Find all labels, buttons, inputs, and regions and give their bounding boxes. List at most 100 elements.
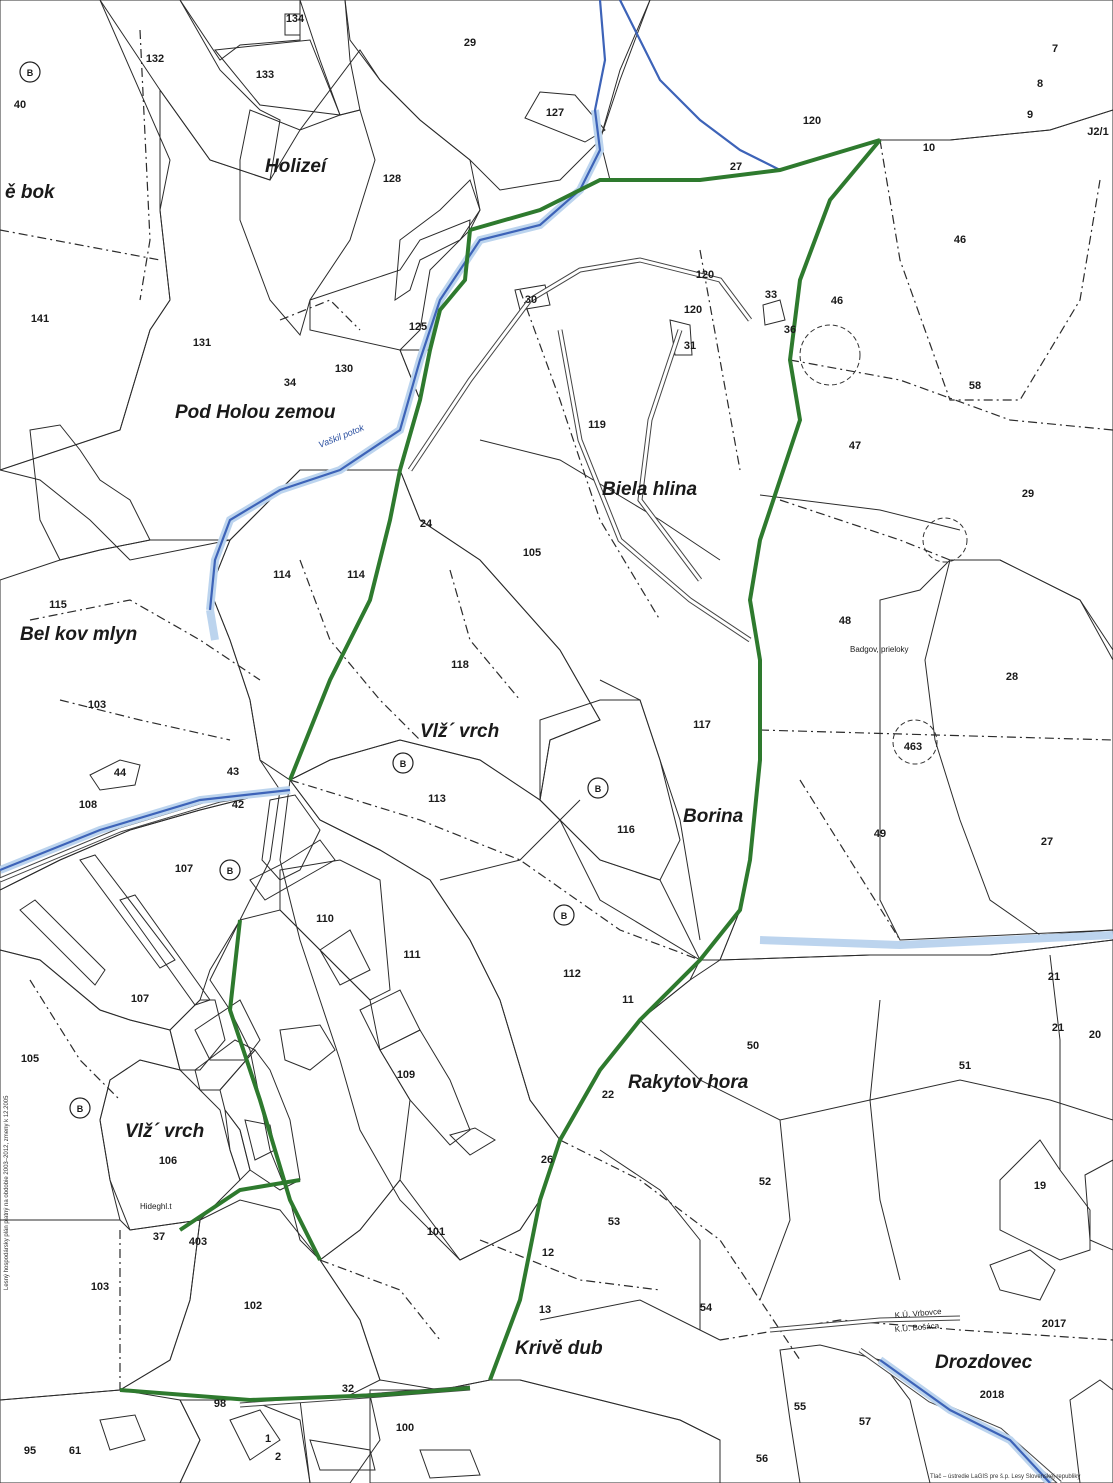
stand-yellow bbox=[79, 854, 176, 969]
stand-yellow bbox=[989, 1249, 1056, 1301]
stand-yellow bbox=[19, 899, 106, 986]
place-name: Holizeí bbox=[265, 156, 329, 177]
place-name: Biela hlina bbox=[602, 479, 697, 500]
stand-number: 403 bbox=[189, 1236, 207, 1248]
stand-yellow bbox=[99, 1414, 146, 1451]
stand-number: 102 bbox=[244, 1300, 262, 1312]
stand-number: 54 bbox=[700, 1302, 713, 1314]
stand-number: 50 bbox=[747, 1040, 759, 1052]
stand-number: 21 bbox=[1052, 1022, 1064, 1034]
place-name: Rakytov hora bbox=[628, 1072, 749, 1093]
stand-yellow bbox=[319, 929, 371, 986]
stand-number: 27 bbox=[1041, 836, 1053, 848]
stand-number: 2017 bbox=[1042, 1318, 1066, 1330]
b-symbol: B bbox=[19, 61, 41, 83]
stand-number: 132 bbox=[146, 53, 164, 65]
stand-number: 61 bbox=[69, 1445, 81, 1457]
stand-number: 107 bbox=[131, 993, 149, 1005]
locality-note: Badgov, prieloky bbox=[850, 645, 909, 654]
stand-number: 7 bbox=[1052, 43, 1058, 55]
side-note: Lesný hospodársky plán platný na obdobie… bbox=[4, 1095, 10, 1290]
stand-number: 113 bbox=[428, 793, 446, 805]
stand-yellow bbox=[119, 894, 211, 1006]
stand-number: 106 bbox=[159, 1155, 177, 1167]
stand-number: 103 bbox=[88, 699, 106, 711]
stand-blue bbox=[179, 0, 301, 61]
stand-number: 37 bbox=[153, 1231, 165, 1243]
stand-number: 131 bbox=[193, 337, 211, 349]
stand-number: 112 bbox=[563, 968, 581, 980]
place-name: Pod Holou zemou bbox=[175, 402, 336, 423]
stand-number: 109 bbox=[397, 1069, 415, 1081]
stand-number: 30 bbox=[525, 294, 537, 306]
footer-note: Tlač – ústredie LaGIS pre š.p. Lesy Slov… bbox=[930, 1474, 1080, 1480]
stand-number: 125 bbox=[409, 321, 427, 333]
stand-number: 114 bbox=[273, 569, 292, 581]
stand-number: 47 bbox=[849, 440, 861, 452]
stand-number: 120 bbox=[684, 304, 702, 316]
stand-number: 127 bbox=[546, 107, 564, 119]
b-symbol: B bbox=[392, 752, 414, 774]
stand-number: 133 bbox=[256, 69, 274, 81]
stand-grey bbox=[224, 1108, 251, 1181]
stand-yellow bbox=[1084, 1159, 1113, 1251]
b-symbol: B bbox=[69, 1097, 91, 1119]
stand-number: 117 bbox=[693, 719, 711, 731]
stand-marked bbox=[279, 1024, 336, 1071]
stand-number: 31 bbox=[684, 340, 696, 352]
svg-text:B: B bbox=[27, 68, 34, 78]
b-symbol: B bbox=[219, 859, 241, 881]
stand-blue bbox=[99, 1059, 241, 1231]
svg-text:B: B bbox=[595, 784, 602, 794]
stand-red bbox=[29, 424, 151, 561]
stand-number: 105 bbox=[21, 1053, 39, 1065]
stand-number: 36 bbox=[784, 324, 796, 336]
stand-number: 95 bbox=[24, 1445, 36, 1457]
stand-yellow bbox=[449, 1127, 496, 1156]
stand-number: 40 bbox=[14, 99, 26, 111]
stand-number: 134 bbox=[286, 13, 305, 25]
stand-red bbox=[261, 794, 321, 881]
place-name: Borina bbox=[683, 806, 744, 827]
place-name: Bel kov mlyn bbox=[20, 624, 137, 645]
b-symbol: B bbox=[553, 904, 575, 926]
stand-number: 105 bbox=[523, 547, 541, 559]
stand-number: 55 bbox=[794, 1401, 806, 1413]
stand-number: 46 bbox=[831, 295, 843, 307]
stand-number: 42 bbox=[232, 799, 244, 811]
stand-number: 58 bbox=[969, 380, 981, 392]
cadastre-label: K.Ú. Bošáca bbox=[894, 1321, 940, 1334]
stand-white bbox=[284, 13, 301, 36]
stand-number: 20 bbox=[1089, 1029, 1101, 1041]
stand-number: 2018 bbox=[980, 1389, 1004, 1401]
locality-note: Hideghl.t bbox=[140, 1202, 172, 1211]
stand-number: 46 bbox=[954, 234, 966, 246]
cadastre-label: K.Ú. Vrbovce bbox=[894, 1307, 942, 1320]
stand-number: 44 bbox=[114, 767, 127, 779]
stand-number-labels: 1341321332912712027401281411311303412530… bbox=[14, 13, 1109, 1465]
stand-number: 49 bbox=[874, 828, 886, 840]
svg-text:B: B bbox=[561, 911, 568, 921]
stand-darkgreen bbox=[229, 1409, 281, 1461]
stand-darkgreen bbox=[1069, 1379, 1113, 1483]
stand-number: 19 bbox=[1034, 1180, 1046, 1192]
stand-number: 48 bbox=[839, 615, 851, 627]
place-name: Krivě dub bbox=[515, 1338, 603, 1359]
stand-red bbox=[118, 1199, 381, 1401]
stand-number: 22 bbox=[602, 1089, 614, 1101]
stand-orange bbox=[779, 1344, 931, 1483]
stand-number: 103 bbox=[91, 1281, 109, 1293]
stand-yellow bbox=[309, 1439, 376, 1471]
place-name: ě bok bbox=[5, 182, 56, 203]
stand-number: 28 bbox=[1006, 671, 1018, 683]
stand-number: 118 bbox=[451, 659, 469, 671]
stand-number: 463 bbox=[904, 741, 922, 753]
stand-number: 57 bbox=[859, 1416, 871, 1428]
stand-number: 51 bbox=[959, 1060, 971, 1072]
stand-number: 11 bbox=[622, 994, 634, 1006]
stand-number: 108 bbox=[79, 799, 97, 811]
stand-white bbox=[762, 299, 786, 326]
stand-number: 115 bbox=[49, 599, 67, 611]
stand-number: 9 bbox=[1027, 109, 1033, 121]
